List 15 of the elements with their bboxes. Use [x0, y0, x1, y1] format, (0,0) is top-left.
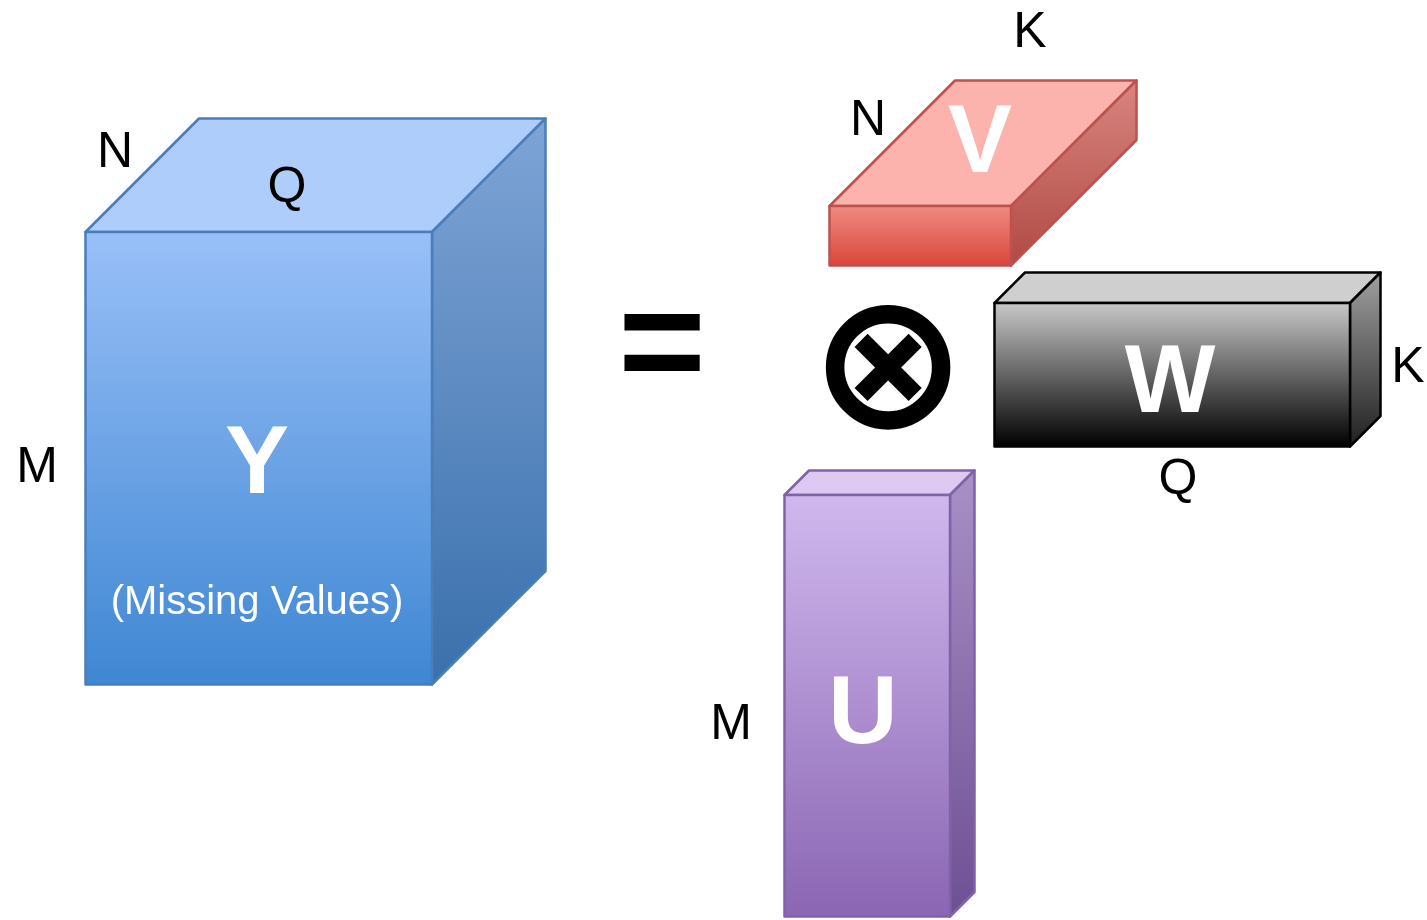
- matrix-letter: V: [948, 91, 1012, 187]
- matrix-letter: Y: [225, 412, 289, 508]
- tensor-product-sign: ⊗: [808, 267, 968, 457]
- dimension-label: K: [1391, 340, 1425, 390]
- dimension-label: M: [710, 697, 752, 747]
- equals-sign: =: [618, 265, 706, 415]
- dimension-label: N: [96, 125, 134, 175]
- dimension-label: K: [1013, 5, 1047, 55]
- dimension-label: Q: [1158, 452, 1198, 502]
- caption-text: (Missing Values): [110, 580, 404, 620]
- matrix-letter: U: [828, 662, 898, 758]
- dimension-label: M: [16, 440, 58, 490]
- matrix-letter: W: [1124, 331, 1216, 427]
- dimension-label: N: [849, 93, 887, 143]
- dimension-label: Q: [267, 160, 307, 210]
